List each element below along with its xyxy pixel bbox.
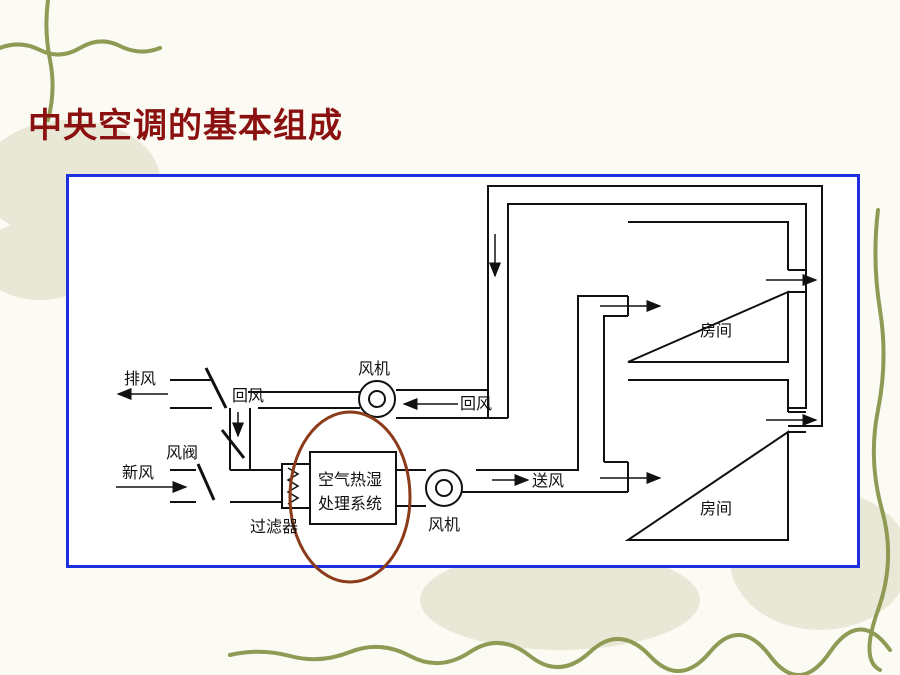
- supply-duct-top: [476, 295, 628, 471]
- label-fan-top: 风机: [358, 359, 390, 378]
- leaf-decoration: [420, 550, 700, 650]
- fresh-air-duct: [170, 469, 282, 503]
- return-grille-bottom: [788, 411, 806, 433]
- vine-decoration: [44, 0, 55, 122]
- slide-title: 中央空调的基本组成: [28, 106, 343, 146]
- supply-fan-casing: [425, 469, 463, 507]
- return-duct-inner: [507, 203, 807, 418]
- return-fan-hub: [368, 390, 386, 408]
- return-branch-duct: [229, 408, 251, 470]
- label-damper: 风阀: [166, 443, 198, 462]
- supply-duct-inner: [603, 315, 628, 462]
- label-exhaust-air: 排风: [124, 369, 156, 388]
- label-unit-line1: 空气热湿: [318, 470, 382, 489]
- label-room-top: 房间: [700, 321, 732, 340]
- return-duct-outer: [487, 185, 823, 427]
- return-fan-outlet: [248, 391, 360, 409]
- label-return-air-left: 回风: [232, 386, 264, 405]
- return-grille-top: [788, 269, 806, 293]
- label-fresh-air: 新风: [122, 463, 154, 482]
- room-bottom-box: [624, 379, 789, 541]
- highlight-ellipse: [288, 410, 412, 584]
- filter-zigzag: [286, 467, 300, 505]
- vine-decoration: [867, 208, 891, 672]
- label-filter: 过滤器: [250, 517, 298, 536]
- diagram-frame: [66, 174, 860, 568]
- filter-box: [281, 463, 311, 509]
- return-fan-casing: [358, 380, 396, 418]
- supply-fan-hub: [435, 479, 453, 497]
- air-treatment-unit: [309, 451, 397, 525]
- exhaust-duct: [170, 379, 212, 409]
- fresh-air-damper: [196, 463, 216, 501]
- vine-decoration: [0, 39, 162, 57]
- room-top-box: [627, 221, 789, 363]
- vine-decoration: [228, 627, 892, 675]
- label-unit-line2: 处理系统: [318, 494, 382, 513]
- label-return-air-right: 回风: [460, 394, 492, 413]
- label-room-bottom: 房间: [700, 499, 732, 518]
- label-fan-bottom: 风机: [428, 515, 460, 534]
- label-supply-air: 送风: [532, 471, 564, 490]
- exhaust-damper: [204, 367, 228, 409]
- return-damper: [220, 429, 246, 459]
